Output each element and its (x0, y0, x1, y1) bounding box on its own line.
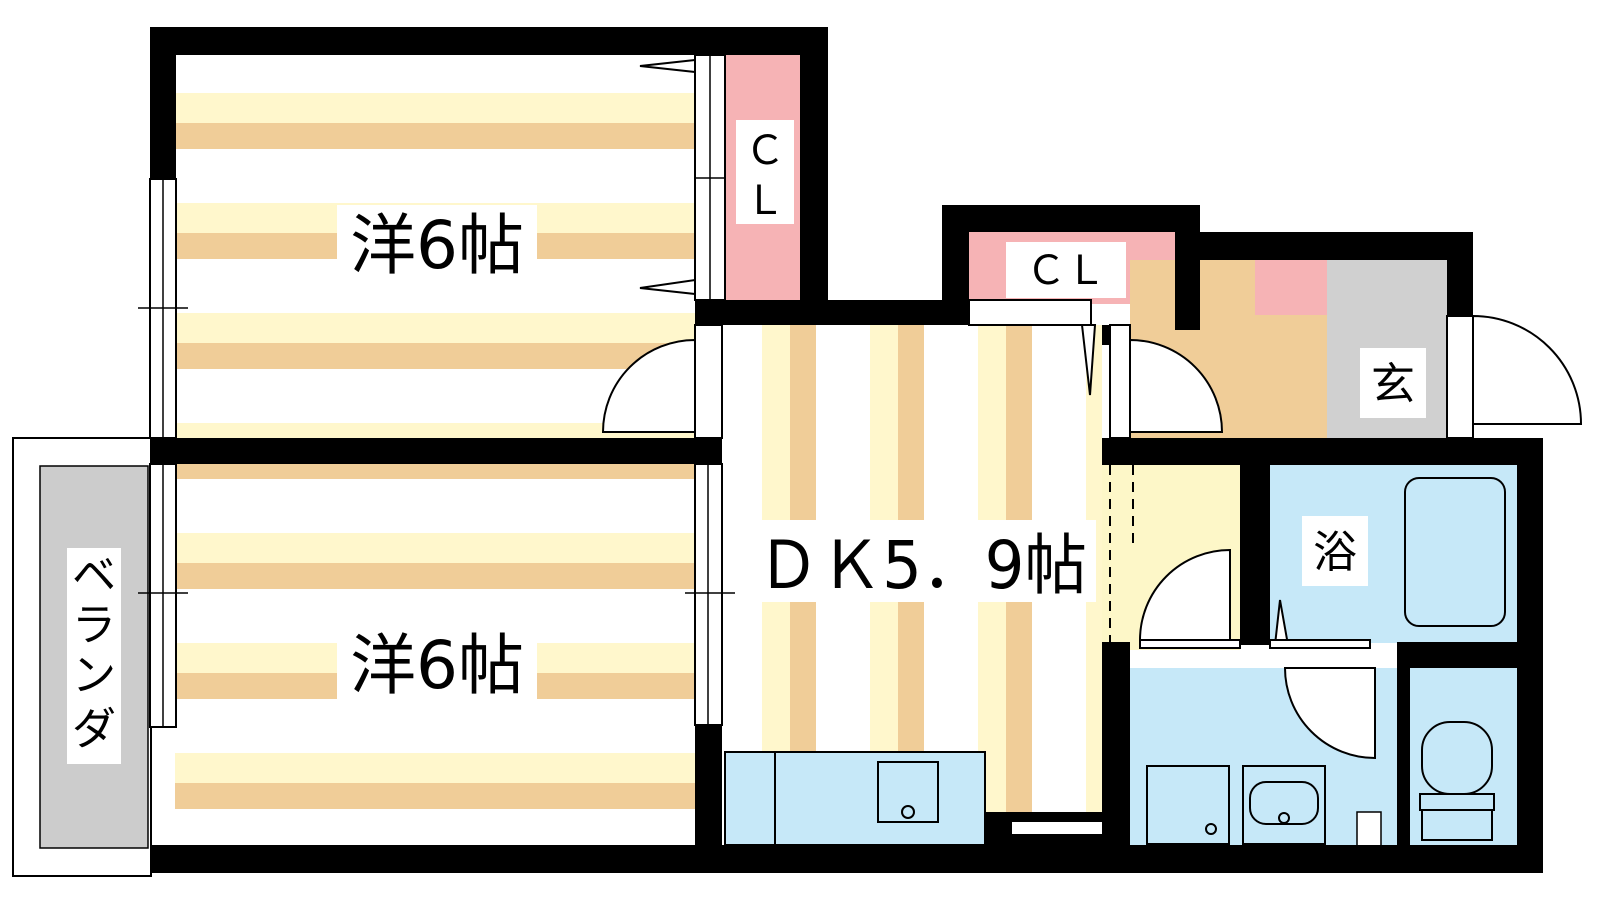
balcony-label-da: ダ (72, 704, 116, 755)
lower-western-room-label: 洋6帖 (350, 627, 524, 704)
door-swings (601, 314, 1583, 760)
upper-closet-label-c: Ｃ (745, 128, 785, 174)
upper-closet-label-l: Ｌ (745, 178, 785, 224)
wash-basin (1242, 765, 1326, 845)
balcony-label-ra: ラ (72, 600, 116, 651)
balcony-label-be: ベ (72, 550, 116, 601)
upper-western-room-label: 洋6帖 (350, 207, 524, 284)
dk-closet-label: ＣＬ (1026, 248, 1106, 294)
kitchen-counter (724, 751, 986, 846)
dk-label: ＤＫ5．9帖 (757, 527, 1087, 604)
washing-machine-space (1146, 765, 1230, 845)
bathtub (1404, 477, 1506, 627)
entrance-label: 玄 (1371, 359, 1415, 410)
sink (877, 761, 939, 823)
bath-label: 浴 (1313, 527, 1357, 578)
walls (150, 27, 1543, 873)
balcony-label-n: ン (72, 650, 116, 701)
toilet-floor (1406, 668, 1523, 846)
